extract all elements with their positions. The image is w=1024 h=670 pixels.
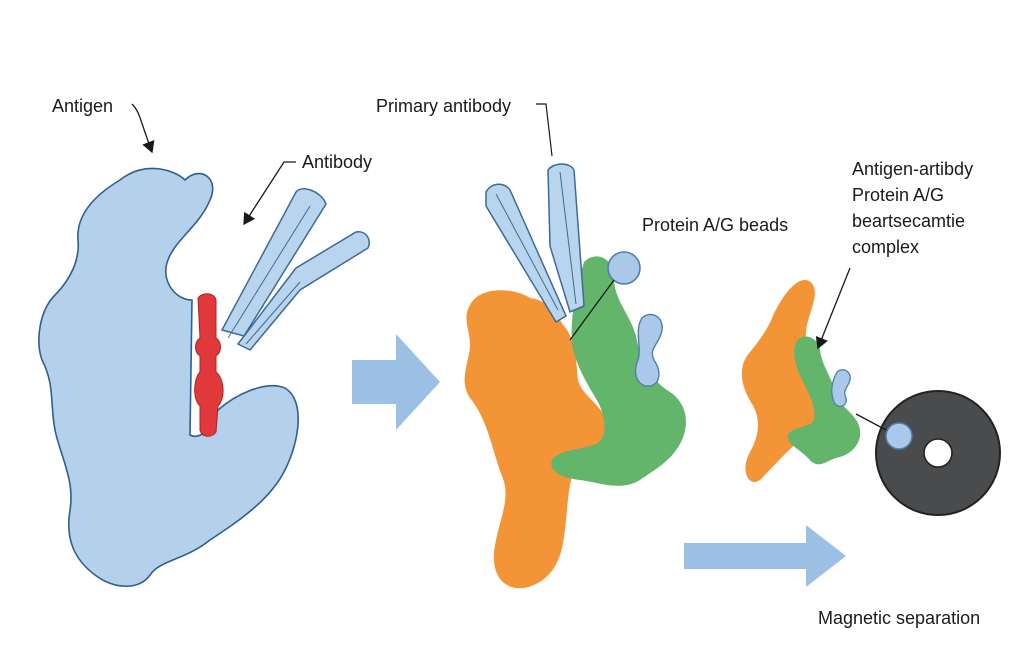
magnetic-separation-label: Magnetic separation (818, 608, 980, 628)
complex-bead-circle (885, 422, 913, 450)
antibody-shape (220, 188, 370, 351)
primary-antibody-shape (485, 163, 585, 324)
complex-label-line-2: Protein A/G (852, 185, 944, 205)
complex-label-line-1: Antigen-artibdy (852, 159, 973, 179)
complex-link-line (855, 413, 891, 433)
antigen-label: Antigen (52, 96, 113, 116)
epitope-shape (194, 293, 224, 437)
panel-primary-antibody: Primary antibody Protein A/G beads (376, 96, 788, 589)
protein-bead-circle (607, 251, 641, 285)
panel-antigen-antibody: Antigen Antibody (38, 96, 372, 587)
complex-pointer (815, 267, 851, 350)
process-arrow-2 (684, 525, 846, 587)
magnetic-bead (875, 390, 1001, 516)
antibody-label: Antibody (302, 152, 372, 172)
panel-complex: Antigen-artibdy Protein A/G beartsecamti… (741, 159, 1001, 516)
process-arrow-1 (352, 334, 440, 430)
antigen-pointer (131, 103, 155, 154)
complex-green-shape (787, 336, 861, 465)
primary-antibody-label: Primary antibody (376, 96, 511, 116)
complex-small-bead-shape (831, 369, 851, 408)
orange-protein-shape (464, 290, 609, 589)
antigen-shape (38, 167, 299, 587)
small-bead-shape (634, 313, 663, 387)
primary-antibody-pointer (536, 103, 553, 157)
bead-link-line (569, 279, 615, 341)
antibody-pointer (243, 161, 296, 226)
complex-label-line-3: beartsecamtie (852, 211, 965, 231)
protein-beads-label: Protein A/G beads (642, 215, 788, 235)
green-protein-shape (551, 256, 686, 486)
complex-label-line-4: complex (852, 237, 919, 257)
